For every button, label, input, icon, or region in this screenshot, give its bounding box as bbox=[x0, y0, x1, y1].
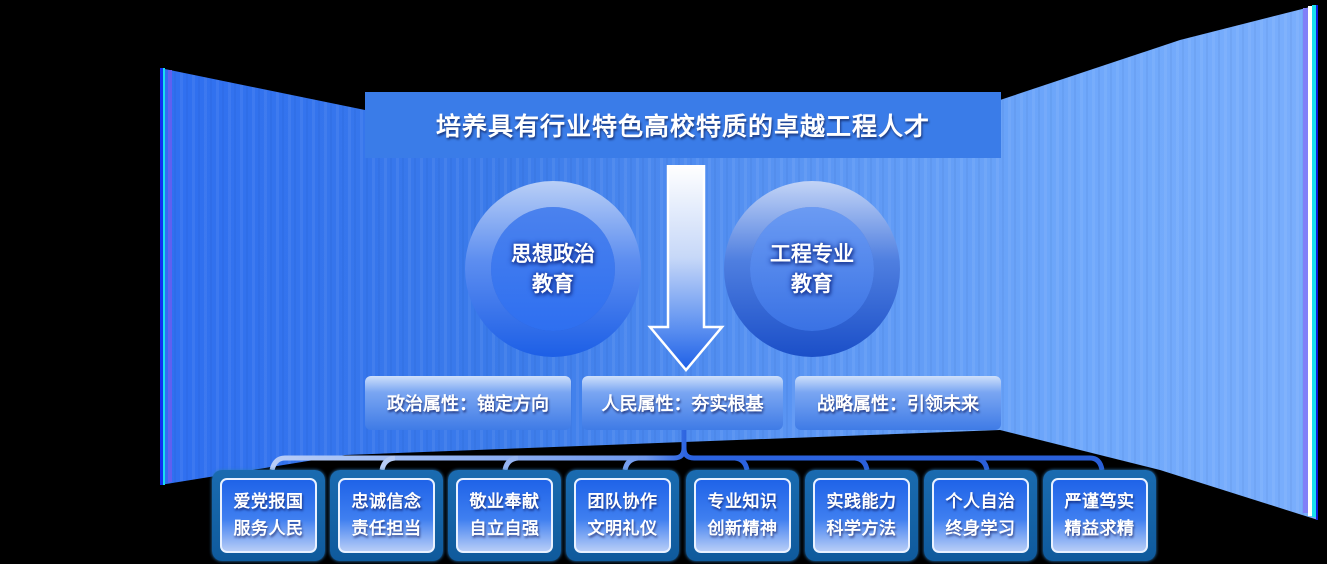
ring-hole bbox=[750, 207, 874, 331]
attribute-label: 人民属性：夯实根基 bbox=[601, 394, 764, 415]
quality-card: 实践能力 科学方法 bbox=[805, 470, 918, 561]
quality-line2: 终身学习 bbox=[945, 518, 1016, 539]
quality-card: 专业知识 创新精神 bbox=[686, 470, 799, 561]
ring-label-line2: 教育 bbox=[532, 272, 574, 296]
ring-label: 思想政治 教育 bbox=[511, 239, 595, 299]
quality-line1: 团队协作 bbox=[587, 491, 658, 512]
quality-line1: 爱党报国 bbox=[233, 491, 304, 512]
quality-card: 个人自治 终身学习 bbox=[924, 470, 1037, 561]
ring-label: 工程专业 教育 bbox=[770, 239, 854, 299]
ring-hole bbox=[491, 207, 615, 331]
engineering-education-ring: 工程专业 教育 bbox=[724, 181, 900, 357]
attribute-label: 政治属性：锚定方向 bbox=[387, 394, 549, 415]
quality-card-inner: 爱党报国 服务人民 bbox=[220, 478, 317, 553]
quality-line1: 专业知识 bbox=[707, 491, 778, 512]
quality-line1: 实践能力 bbox=[826, 491, 897, 512]
quality-line2: 科学方法 bbox=[826, 518, 897, 539]
attribute-strategic: 战略属性：引领未来 bbox=[795, 376, 1001, 430]
quality-line2: 文明礼仪 bbox=[587, 518, 658, 539]
attribute-people: 人民属性：夯实根基 bbox=[582, 376, 783, 430]
quality-card: 爱党报国 服务人民 bbox=[212, 470, 325, 561]
quality-card: 忠诚信念 责任担当 bbox=[330, 470, 443, 561]
quality-card-inner: 忠诚信念 责任担当 bbox=[338, 478, 435, 553]
ring-label-line2: 教育 bbox=[791, 272, 833, 296]
quality-card-inner: 个人自治 终身学习 bbox=[932, 478, 1029, 553]
title-banner: 培养具有行业特色高校特质的卓越工程人才 bbox=[365, 92, 1001, 158]
quality-line1: 严谨笃实 bbox=[1064, 491, 1135, 512]
attribute-label: 战略属性：引领未来 bbox=[817, 394, 979, 415]
quality-line2: 服务人民 bbox=[233, 518, 304, 539]
quality-line2: 创新精神 bbox=[707, 518, 778, 539]
title-text: 培养具有行业特色高校特质的卓越工程人才 bbox=[435, 112, 930, 141]
quality-line1: 敬业奉献 bbox=[469, 491, 540, 512]
quality-line2: 责任担当 bbox=[351, 518, 422, 539]
quality-card: 敬业奉献 自立自强 bbox=[448, 470, 561, 561]
quality-card-inner: 敬业奉献 自立自强 bbox=[456, 478, 553, 553]
quality-card: 团队协作 文明礼仪 bbox=[566, 470, 679, 561]
quality-line1: 忠诚信念 bbox=[351, 491, 422, 512]
quality-card-inner: 严谨笃实 精益求精 bbox=[1051, 478, 1148, 553]
quality-card: 严谨笃实 精益求精 bbox=[1043, 470, 1156, 561]
quality-line2: 自立自强 bbox=[469, 518, 540, 539]
attribute-political: 政治属性：锚定方向 bbox=[365, 376, 571, 430]
quality-card-inner: 团队协作 文明礼仪 bbox=[574, 478, 671, 553]
ring-label-line1: 工程专业 bbox=[770, 242, 854, 266]
quality-card-inner: 专业知识 创新精神 bbox=[694, 478, 791, 553]
ring-label-line1: 思想政治 bbox=[511, 242, 595, 266]
down-arrow-icon bbox=[647, 165, 725, 372]
quality-card-inner: 实践能力 科学方法 bbox=[813, 478, 910, 553]
ideological-education-ring: 思想政治 教育 bbox=[465, 181, 641, 357]
quality-line1: 个人自治 bbox=[945, 491, 1016, 512]
quality-line2: 精益求精 bbox=[1064, 518, 1135, 539]
